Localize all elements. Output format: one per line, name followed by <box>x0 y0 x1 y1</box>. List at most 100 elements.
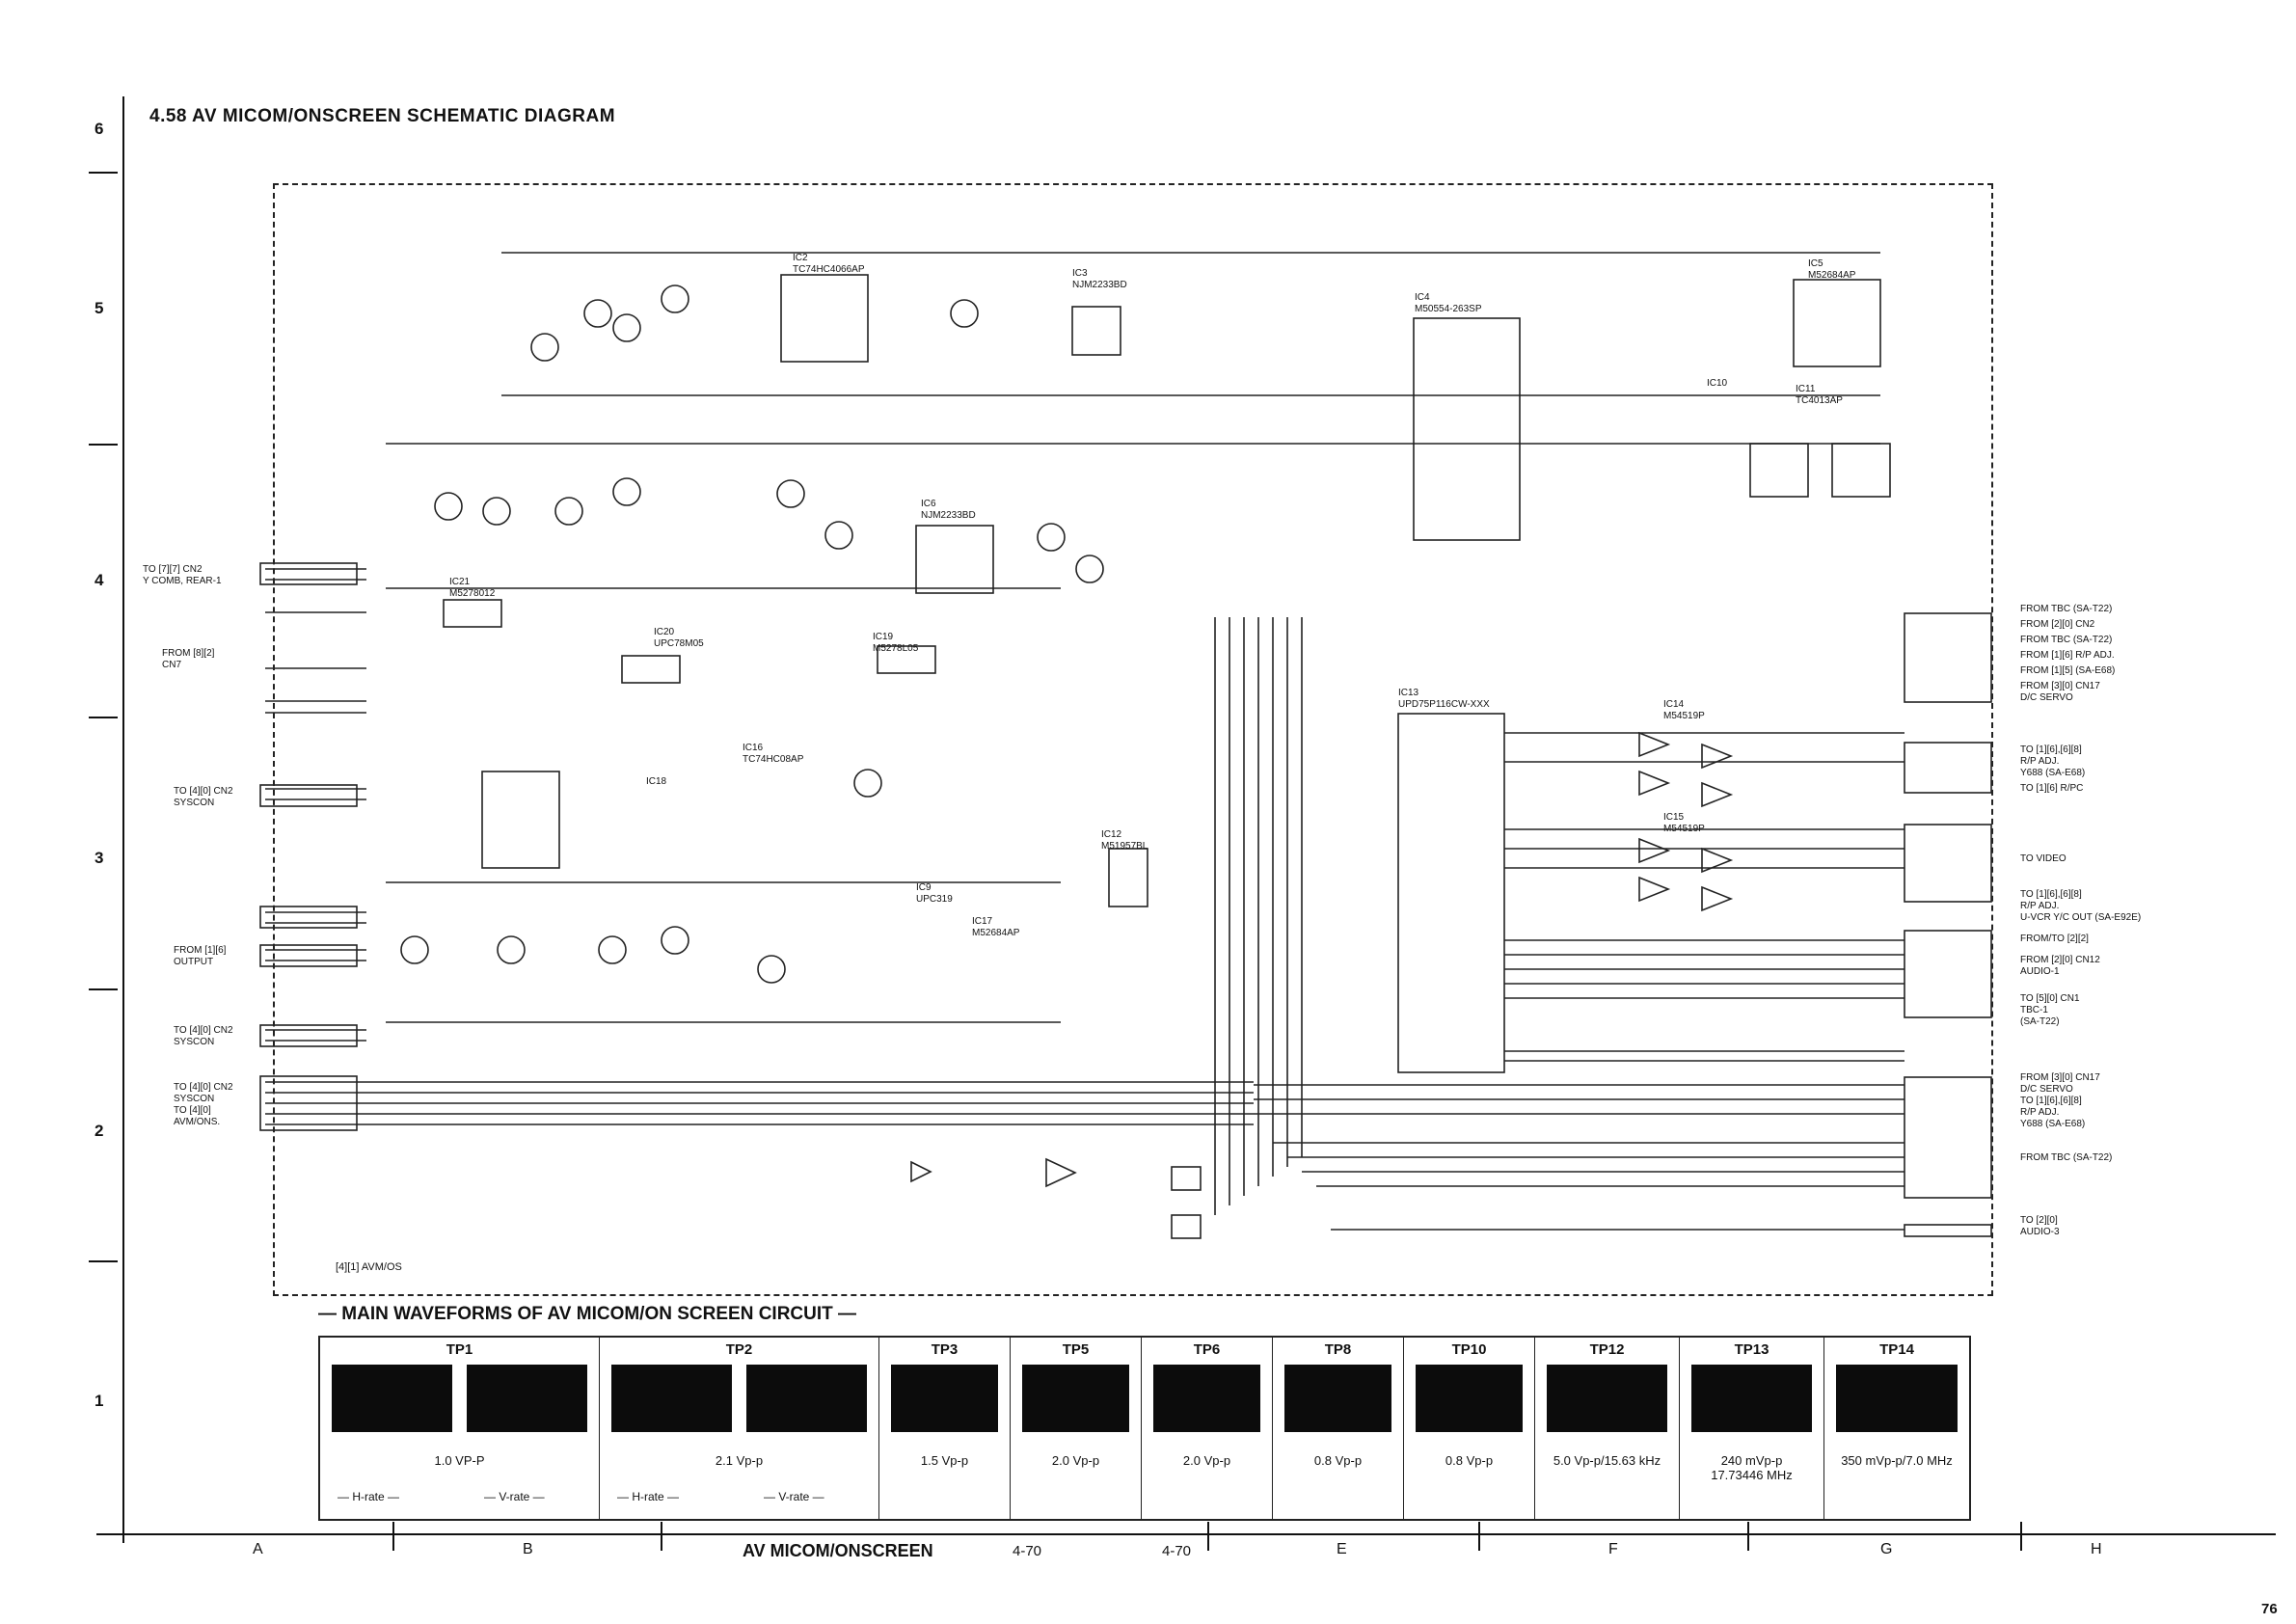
scope-screen <box>1691 1365 1812 1432</box>
left-connector-note: FROM [1][6] OUTPUT <box>174 945 227 967</box>
waveform-value: 2.0 Vp-p <box>1182 1453 1231 1468</box>
ic21-label: IC21 M5278012 <box>449 577 496 599</box>
waveform-name: TP13 <box>1734 1341 1769 1358</box>
waveform-v-rate: — V-rate — <box>764 1490 824 1503</box>
scope-screen <box>746 1365 867 1432</box>
row-number-6: 6 <box>95 120 104 138</box>
right-connector-note: FROM [3][0] CN17 D/C SERVO <box>2020 681 2100 703</box>
scope-screen <box>1022 1365 1129 1432</box>
scope-screen <box>467 1365 587 1432</box>
column-separator <box>1747 1522 1749 1551</box>
ic6-label: IC6 NJM2233BD <box>921 499 976 521</box>
waveform-cell-tp10: TP10 0.8 Vp-p <box>1404 1338 1535 1519</box>
waveform-cell-tp6: TP6 2.0 Vp-p <box>1142 1338 1273 1519</box>
ic2-label: IC2 TC74HC4066AP <box>793 253 865 275</box>
ic16-label: IC16 TC74HC08AP <box>743 743 804 765</box>
waveform-value: 1.5 Vp-p <box>920 1453 969 1468</box>
waveforms-panel: TP1 1.0 VP-P — H-rate — — V-rate — TP2 2… <box>318 1336 1971 1521</box>
scope-screen <box>611 1365 732 1432</box>
right-connector-note: FROM/TO [2][2] <box>2020 934 2089 944</box>
waveform-value: 0.8 Vp-p <box>1445 1453 1494 1468</box>
schematic-frame <box>273 183 1993 1296</box>
row-tick <box>89 172 118 174</box>
ic20-label: IC20 UPC78M05 <box>654 627 704 649</box>
left-connector-note: TO [4][0] CN2 SYSCON <box>174 1025 233 1047</box>
waveform-value: 0.8 Vp-p <box>1313 1453 1363 1468</box>
waveform-h-rate: — H-rate — <box>617 1490 680 1503</box>
waveform-value: 5.0 Vp-p/15.63 kHz <box>1553 1453 1661 1468</box>
column-separator <box>1207 1522 1209 1551</box>
row-tick <box>89 1260 118 1262</box>
waveform-name: TP12 <box>1589 1341 1625 1358</box>
left-connector-note: FROM [8][2] CN7 <box>162 648 215 670</box>
row-number-5: 5 <box>95 299 104 317</box>
waveform-name: TP1 <box>446 1341 473 1358</box>
waveform-value: 2.0 Vp-p <box>1051 1453 1100 1468</box>
waveform-cell-tp12: TP12 5.0 Vp-p/15.63 kHz <box>1535 1338 1680 1519</box>
row-tick <box>89 988 118 990</box>
board-reference: 4-70 <box>1013 1543 1042 1559</box>
column-letter: E <box>1337 1541 1347 1557</box>
page-title: 4.58 AV MICOM/ONSCREEN SCHEMATIC DIAGRAM <box>149 106 616 126</box>
row-number-1: 1 <box>95 1392 104 1410</box>
waveform-v-rate: — V-rate — <box>484 1490 545 1503</box>
column-separator <box>392 1522 394 1551</box>
ic3-label: IC3 NJM2233BD <box>1072 268 1127 290</box>
waveform-name: TP3 <box>931 1341 959 1358</box>
waveform-cell-tp1: TP1 1.0 VP-P — H-rate — — V-rate — <box>320 1338 600 1519</box>
legend-note: [4][1] AVM/OS <box>336 1261 402 1273</box>
column-letter: F <box>1608 1541 1618 1557</box>
waveform-value: 2.1 Vp-p <box>715 1453 764 1468</box>
row-number-4: 4 <box>95 571 104 589</box>
row-number-2: 2 <box>95 1122 104 1140</box>
ic12-label: IC12 M51957BL <box>1101 829 1148 852</box>
ic10-label: IC10 <box>1707 378 1728 389</box>
bottom-rule <box>96 1533 2276 1535</box>
ic9-label: IC9 UPC319 <box>916 882 953 905</box>
scope-screen <box>1153 1365 1260 1432</box>
waveform-cell-tp3: TP3 1.5 Vp-p <box>879 1338 1011 1519</box>
footer-title: AV MICOM/ONSCREEN <box>743 1541 933 1560</box>
scope-screen <box>332 1365 452 1432</box>
waveform-h-rate: — H-rate — <box>338 1490 400 1503</box>
ic15-label: IC15 M54519P <box>1663 812 1705 834</box>
waveform-cell-tp5: TP5 2.0 Vp-p <box>1011 1338 1142 1519</box>
waveform-cell-tp13: TP13 240 mVp-p 17.73446 MHz <box>1680 1338 1824 1519</box>
right-connector-note: FROM [2][0] CN2 <box>2020 619 2095 630</box>
waveform-cell-tp8: TP8 0.8 Vp-p <box>1273 1338 1404 1519</box>
right-connector-note: FROM [1][5] (SA-E68) <box>2020 665 2116 676</box>
ic19-label: IC19 M5278L05 <box>873 632 919 654</box>
column-separator <box>1478 1522 1480 1551</box>
right-connector-note: TO [2][0] AUDIO-3 <box>2020 1215 2060 1237</box>
column-separator <box>661 1522 662 1551</box>
column-letter: A <box>253 1541 263 1557</box>
ic13-label: IC13 UPD75P116CW-XXX <box>1398 688 1490 710</box>
column-separator <box>2020 1522 2022 1551</box>
row-tick <box>89 444 118 446</box>
waveform-name: TP2 <box>725 1341 753 1358</box>
ic11-label: IC11 TC4013AP <box>1796 384 1843 406</box>
ic17-label: IC17 M52684AP <box>972 916 1020 938</box>
ic4-label: IC4 M50554-263SP <box>1415 292 1482 314</box>
row-number-3: 3 <box>95 849 104 867</box>
right-connector-note: FROM TBC (SA-T22) <box>2020 635 2113 645</box>
waveform-cell-tp2: TP2 2.1 Vp-p — H-rate — — V-rate — <box>600 1338 879 1519</box>
left-connector-note: TO [4][0] CN2 SYSCON TO [4][0] AVM/ONS. <box>174 1082 233 1127</box>
waveform-value: 1.0 VP-P <box>434 1453 485 1468</box>
left-connector-note: TO [4][0] CN2 SYSCON <box>174 786 233 808</box>
board-reference: 4-70 <box>1162 1543 1192 1559</box>
right-connector-note: FROM [3][0] CN17 D/C SERVO TO [1][6],[6]… <box>2020 1072 2100 1129</box>
scope-screen <box>891 1365 998 1432</box>
scope-screen <box>1547 1365 1667 1432</box>
row-tick <box>89 717 118 718</box>
waveform-name: TP6 <box>1193 1341 1221 1358</box>
right-connector-note: TO [1][6],[6][8] R/P ADJ. Y688 (SA-E68) <box>2020 744 2086 778</box>
scope-screen <box>1284 1365 1391 1432</box>
column-letter: H <box>2091 1541 2102 1557</box>
ic5-label: IC5 M52684AP <box>1808 258 1856 281</box>
waveform-name: TP14 <box>1879 1341 1914 1358</box>
scope-screen <box>1416 1365 1523 1432</box>
right-connector-note: FROM TBC (SA-T22) <box>2020 1152 2113 1163</box>
column-letter: B <box>523 1541 533 1557</box>
waveforms-title: — MAIN WAVEFORMS OF AV MICOM/ON SCREEN C… <box>318 1304 857 1324</box>
